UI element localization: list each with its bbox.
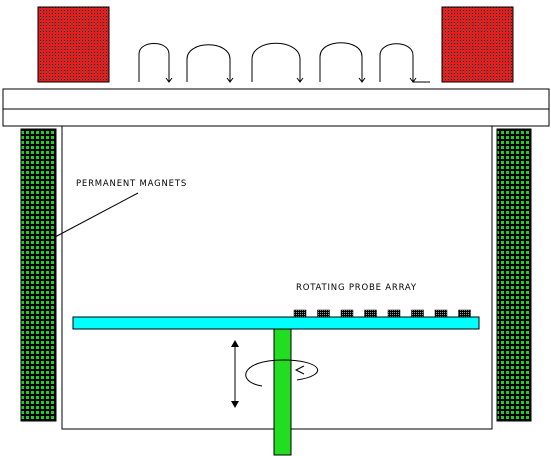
probe bbox=[434, 309, 448, 318]
field-line-loop bbox=[379, 43, 414, 82]
side-magnet-left bbox=[20, 128, 57, 422]
label-permanent-magnets: PERMANENT MAGNETS bbox=[76, 179, 187, 189]
probe bbox=[458, 309, 471, 318]
field-lines bbox=[124, 42, 430, 91]
rotation-arrowhead bbox=[294, 365, 305, 375]
top-plate-upper bbox=[2, 88, 550, 110]
field-line-arrowhead bbox=[296, 77, 304, 83]
shaft bbox=[273, 328, 292, 456]
field-line-arrowhead bbox=[165, 77, 173, 83]
probe bbox=[293, 309, 307, 318]
field-line-loop bbox=[138, 43, 170, 82]
field-line-loop bbox=[251, 42, 301, 82]
leader-line-magnets bbox=[54, 192, 139, 238]
rotating-platform bbox=[72, 316, 480, 330]
vertical-arrow-down-icon bbox=[231, 401, 239, 408]
vertical-arrow-up-icon bbox=[231, 340, 239, 347]
probe bbox=[411, 309, 424, 318]
label-rotating-probe-array: ROTATING PROBE ARRAY bbox=[296, 283, 417, 293]
top-magnet-right bbox=[441, 6, 514, 83]
side-magnet-right bbox=[496, 128, 532, 422]
top-plate-lower bbox=[2, 108, 550, 127]
top-magnet-left bbox=[37, 6, 110, 83]
field-line-loop bbox=[186, 44, 231, 82]
field-line-arrowhead bbox=[358, 77, 366, 83]
probe bbox=[387, 309, 401, 318]
field-line-loop bbox=[319, 42, 363, 82]
rotation-arrow bbox=[245, 359, 319, 387]
field-line-arrowhead bbox=[226, 77, 234, 83]
probe bbox=[364, 309, 377, 318]
probe bbox=[340, 309, 354, 318]
probe bbox=[317, 309, 330, 318]
